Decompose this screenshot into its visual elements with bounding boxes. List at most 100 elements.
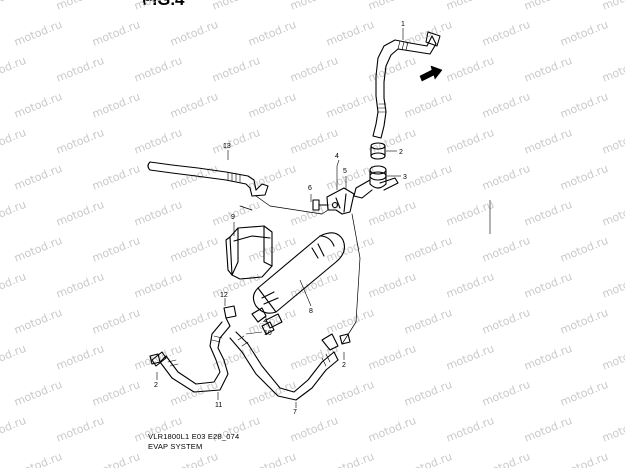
watermark-text: motod.ru (12, 162, 64, 193)
watermark-text: motod.ru (600, 270, 625, 301)
canister-part-8 (251, 232, 345, 329)
watermark-text: motod.ru (522, 198, 574, 229)
watermark-text: motod.ru (366, 414, 418, 445)
watermark-text: motod.ru (54, 342, 106, 373)
watermark-text: motod.ru (132, 0, 184, 13)
figure-title-fragment: FIG.4 (142, 0, 185, 10)
watermark-text: motod.ru (246, 18, 298, 49)
watermark-text: motod.ru (324, 90, 376, 121)
watermark-text: motod.ru (402, 450, 454, 468)
watermark-text: motod.ru (600, 414, 625, 445)
watermark-text: motod.ru (444, 414, 496, 445)
leader-lines (156, 28, 404, 408)
watermark-text: motod.ru (444, 198, 496, 229)
watermark-text: motod.ru (600, 0, 625, 13)
fitting-part-10 (261, 321, 275, 335)
watermark-text: motod.ru (324, 162, 376, 193)
watermark-text: motod.ru (600, 342, 625, 373)
watermark-text: motod.ru (210, 270, 262, 301)
watermark-text: motod.ru (444, 270, 496, 301)
watermark-text: motod.ru (54, 198, 106, 229)
watermark-text: motod.ru (480, 306, 532, 337)
callout-8: 8 (309, 308, 313, 315)
watermark-text: motod.ru (366, 198, 418, 229)
watermark-text: motod.ru (558, 90, 610, 121)
watermark-text: motod.ru (366, 342, 418, 373)
callout-2-upper: 2 (399, 149, 403, 156)
watermark-text: motod.ru (0, 0, 28, 13)
watermark-text: motod.ru (288, 270, 340, 301)
watermark-text: motod.ru (132, 342, 184, 373)
watermark-text: motod.ru (132, 54, 184, 85)
watermark-text: motod.ru (288, 0, 340, 13)
callout-13: 13 (223, 143, 231, 150)
watermark-text: motod.ru (12, 18, 64, 49)
watermark-text: motod.ru (0, 342, 28, 373)
watermark-text: motod.ru (366, 54, 418, 85)
watermark-text: motod.ru (324, 450, 376, 468)
callout-2-middle: 2 (263, 317, 267, 324)
callout-4: 4 (335, 153, 339, 160)
watermark-text: motod.ru (480, 18, 532, 49)
watermark-text: motod.ru (600, 126, 625, 157)
watermark-text: motod.ru (90, 162, 142, 193)
bolt-part-6 (312, 199, 329, 211)
connection-lines (239, 195, 361, 345)
watermark-text: motod.ru (324, 306, 376, 337)
watermark-text: motod.ru (480, 162, 532, 193)
callout-3: 3 (403, 174, 407, 181)
watermark-text: motod.ru (12, 234, 64, 265)
valve-part-3 (353, 165, 399, 199)
clamp-part-2-upper (370, 142, 386, 160)
watermark-text: motod.ru (558, 306, 610, 337)
watermark-text: motod.ru (12, 306, 64, 337)
watermark-text: motod.ru (168, 306, 220, 337)
watermark-text: motod.ru (522, 0, 574, 13)
callout-11: 11 (215, 402, 222, 409)
hose-part-1 (372, 31, 441, 139)
watermark-text: motod.ru (210, 198, 262, 229)
watermark-text: motod.ru (480, 90, 532, 121)
watermark-text: motod.ru (288, 126, 340, 157)
callout-5: 5 (343, 168, 347, 175)
clamp-part-2-lower-right (339, 333, 351, 345)
watermark-text: motod.ru (54, 414, 106, 445)
watermark-text: motod.ru (54, 270, 106, 301)
watermark-text: motod.ru (90, 18, 142, 49)
watermark-text: motod.ru (402, 378, 454, 409)
callout-10: 10 (264, 330, 272, 337)
callout-6: 6 (308, 185, 312, 192)
watermark-text: motod.ru (246, 90, 298, 121)
watermark-text: motod.ru (402, 234, 454, 265)
watermark-text: motod.ru (324, 18, 376, 49)
callout-2-lower-right: 2 (342, 362, 346, 369)
callout-2-lower-left: 2 (154, 382, 158, 389)
watermark-text: motod.ru (168, 162, 220, 193)
watermark-text: motod.ru (210, 54, 262, 85)
watermark-text: motod.ru (480, 450, 532, 468)
watermark-text: motod.ru (480, 234, 532, 265)
watermark-text: motod.ru (522, 414, 574, 445)
fitting-part-12 (223, 305, 237, 327)
watermark-text: motod.ru (90, 90, 142, 121)
watermark-text: motod.ru (444, 126, 496, 157)
callout-labels: 1 2 3 4 5 6 13 9 12 8 10 2 11 7 2 2 (154, 21, 407, 416)
watermark-text: motod.ru (210, 126, 262, 157)
watermark-text: motod.ru (132, 198, 184, 229)
watermark-text: motod.ru (522, 54, 574, 85)
watermark-text: motod.ru (558, 234, 610, 265)
bracket-part-5 (326, 187, 355, 215)
watermark-text: motod.ru (132, 270, 184, 301)
watermark-text: motod.ru (0, 126, 28, 157)
watermark-text: motod.ru (0, 54, 28, 85)
hose-part-13 (147, 161, 269, 197)
watermark-text: motod.ru (480, 378, 532, 409)
watermark-text: motod.ru (558, 18, 610, 49)
figure-caption: EVAP SYSTEM (148, 442, 203, 451)
watermark-text: motod.ru (246, 306, 298, 337)
callout-7: 7 (293, 409, 297, 416)
watermark-text: motod.ru (132, 126, 184, 157)
watermark-text: motod.ru (444, 54, 496, 85)
watermark-text: motod.ru (324, 234, 376, 265)
